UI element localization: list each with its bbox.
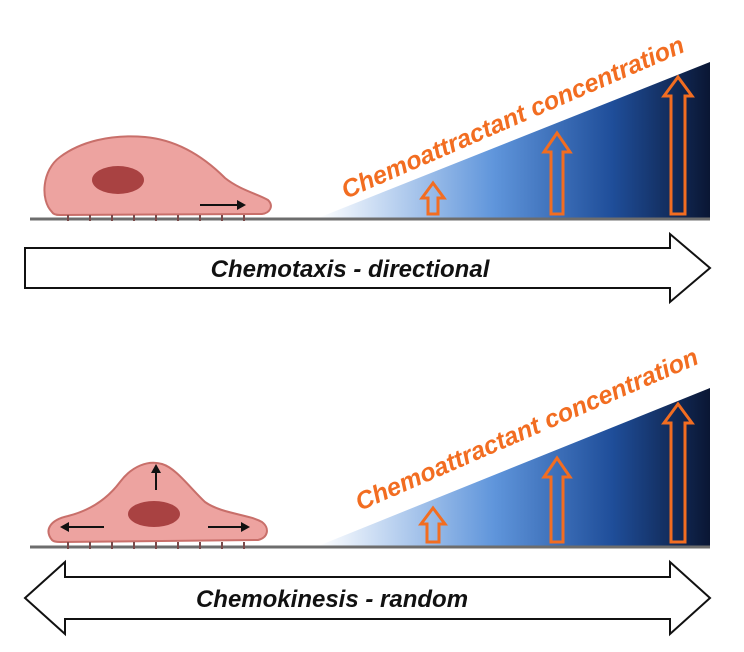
cell-direction-arrow (200, 200, 246, 210)
large-up-arrow (661, 401, 695, 544)
adhesion-points (67, 215, 245, 221)
chemotaxis-arrow: Chemotaxis - directional (24, 231, 712, 305)
medium-up-arrow (541, 455, 573, 544)
adhesion-points (67, 542, 245, 549)
large-up-arrow (661, 74, 695, 216)
chemokinesis-label: Chemokinesis - random (196, 586, 468, 613)
panel-chemokinesis: Chemoattractant concentration Chemokines… (23, 343, 712, 637)
concentration-gradient-wedge (318, 62, 710, 218)
concentration-arrows (419, 74, 695, 216)
randomly-moving-cell (47, 461, 268, 549)
small-up-arrow (418, 505, 448, 544)
migrating-cell (43, 135, 272, 221)
cell-direction-arrows (60, 464, 250, 532)
cell-nucleus (92, 166, 144, 194)
small-up-arrow (419, 180, 447, 216)
concentration-gradient-wedge (318, 388, 710, 546)
concentration-arrows (418, 401, 695, 544)
cell-nucleus (128, 501, 180, 527)
medium-up-arrow (541, 130, 573, 216)
chemotaxis-label: Chemotaxis - directional (211, 256, 491, 283)
chemokinesis-arrow: Chemokinesis - random (23, 559, 712, 637)
panel-chemotaxis: Chemoattractant concentration Chemotaxis… (24, 31, 712, 305)
